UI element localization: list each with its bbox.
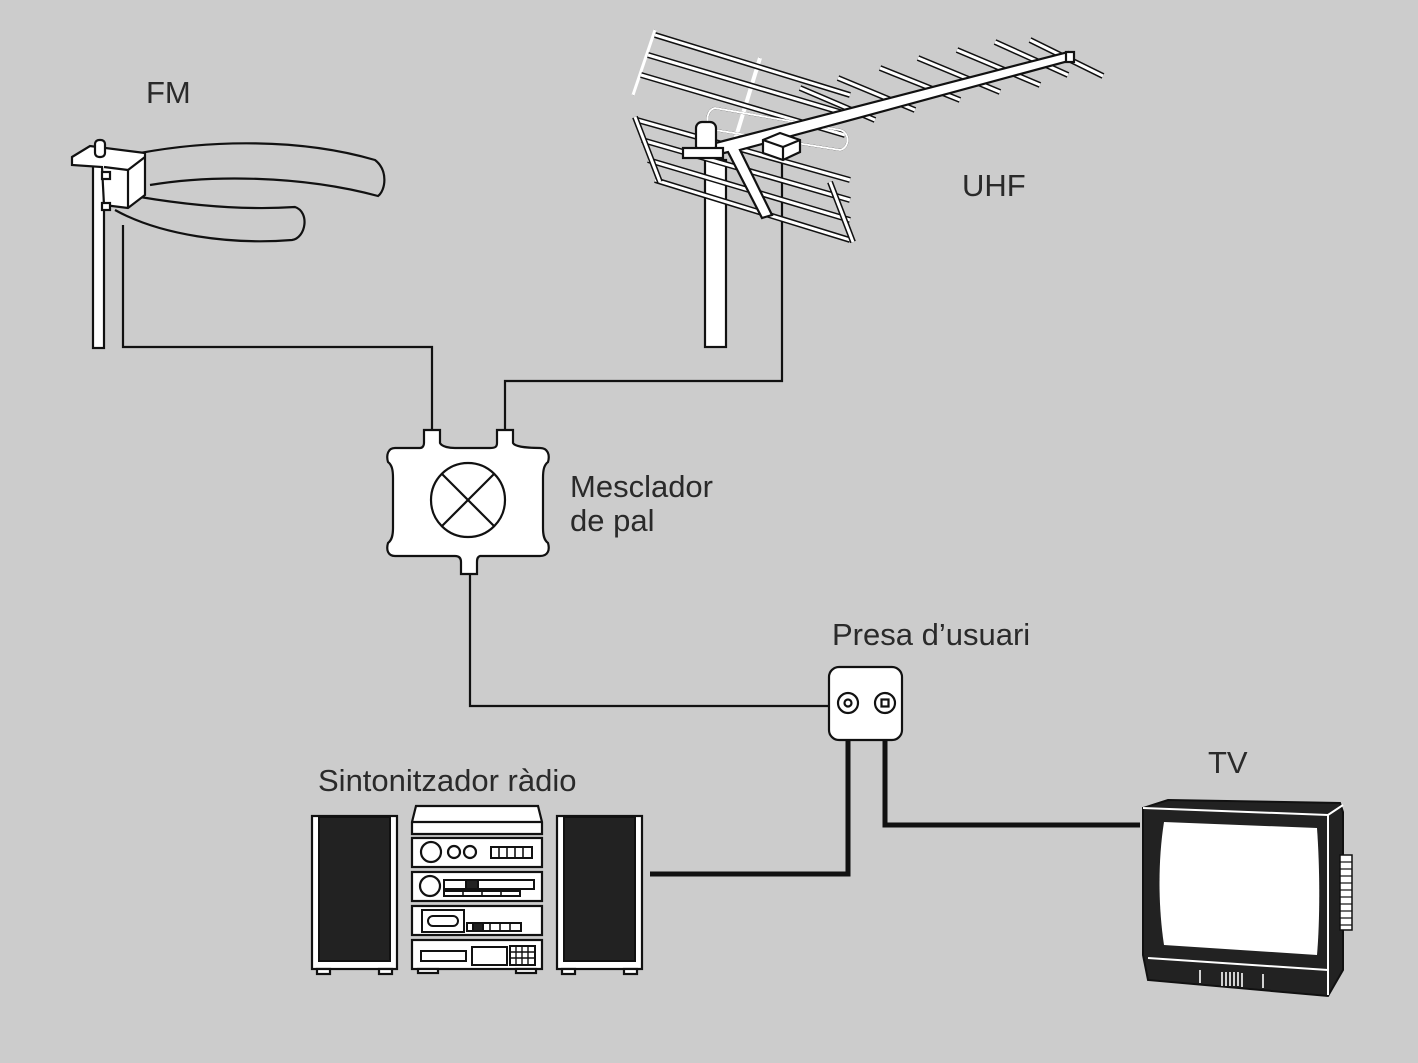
outlet-label: Presa d’usuari: [832, 617, 1030, 652]
mixer-body: [386, 428, 550, 576]
tv-controls: [1199, 970, 1264, 988]
wire-uhf-to-mixer: [503, 160, 784, 430]
speaker-left: [310, 814, 399, 976]
outlet-radio-port: [836, 691, 860, 715]
uhf-label: UHF: [962, 168, 1026, 203]
wire-mixer-to-outlet: [468, 575, 829, 708]
uhf-antenna: [631, 29, 1105, 349]
uhf-mast: [703, 158, 728, 349]
radio-label: Sintonitzador ràdio: [318, 763, 577, 798]
fm-antenna: [70, 138, 386, 350]
fm-label: FM: [146, 75, 191, 110]
radio-tuner: [310, 804, 644, 976]
tv-side-vent: [1339, 854, 1353, 931]
wire-fm-to-mixer: [121, 225, 434, 430]
outlet-tv-port: [873, 691, 897, 715]
mixer-symbol-circle: [429, 461, 507, 539]
fm-loop-lower: [114, 195, 306, 243]
hifi-stack: [410, 804, 544, 975]
wires: [121, 160, 1140, 877]
user-outlet: [827, 665, 904, 742]
speaker-right: [555, 814, 644, 976]
wire-outlet-to-radio: [650, 718, 851, 877]
mast-mixer: [386, 428, 550, 576]
tv-label: TV: [1208, 745, 1248, 780]
mixer-label-line1: Mesclador: [570, 469, 713, 504]
outlet-plate: [827, 665, 904, 742]
wire-outlet-to-tv: [882, 718, 1140, 828]
uhf-directors: [798, 37, 1105, 123]
tv: [1142, 798, 1353, 998]
mixer-label-line2: de pal: [570, 503, 654, 538]
fm-loop-upper: [139, 142, 386, 198]
tv-screen: [1159, 822, 1320, 955]
